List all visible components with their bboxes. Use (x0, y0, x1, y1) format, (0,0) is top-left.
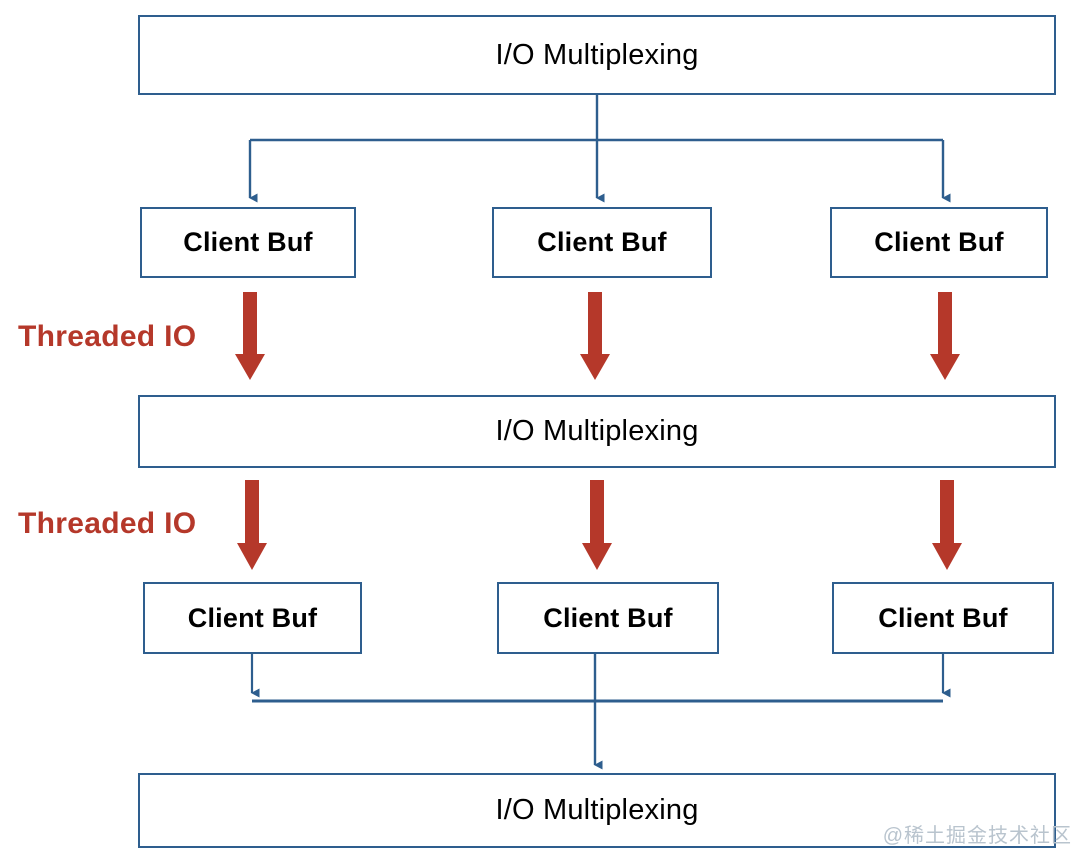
threaded-io-arrows-row1 (235, 292, 960, 380)
node-io-multiplexing-middle[interactable]: I/O Multiplexing (138, 395, 1056, 468)
node-io-multiplexing-bottom[interactable]: I/O Multiplexing (138, 773, 1056, 848)
node-client-buf-row2-col2[interactable]: Client Buf (497, 582, 719, 654)
fanout-top (248, 95, 951, 203)
label-threaded-io-1: Threaded IO (18, 320, 197, 353)
node-client-buf-row2-col1[interactable]: Client Buf (143, 582, 362, 654)
node-client-buf-row1-col1[interactable]: Client Buf (140, 207, 356, 278)
threaded-io-arrows-row2 (237, 480, 962, 570)
node-client-buf-row1-col3[interactable]: Client Buf (830, 207, 1048, 278)
node-client-buf-row1-col2[interactable]: Client Buf (492, 207, 712, 278)
fanin-bottom (250, 654, 951, 770)
node-io-multiplexing-top[interactable]: I/O Multiplexing (138, 15, 1056, 95)
label-threaded-io-2: Threaded IO (18, 507, 197, 540)
node-client-buf-row2-col3[interactable]: Client Buf (832, 582, 1054, 654)
watermark: @稀土掘金技术社区 (882, 825, 1072, 847)
